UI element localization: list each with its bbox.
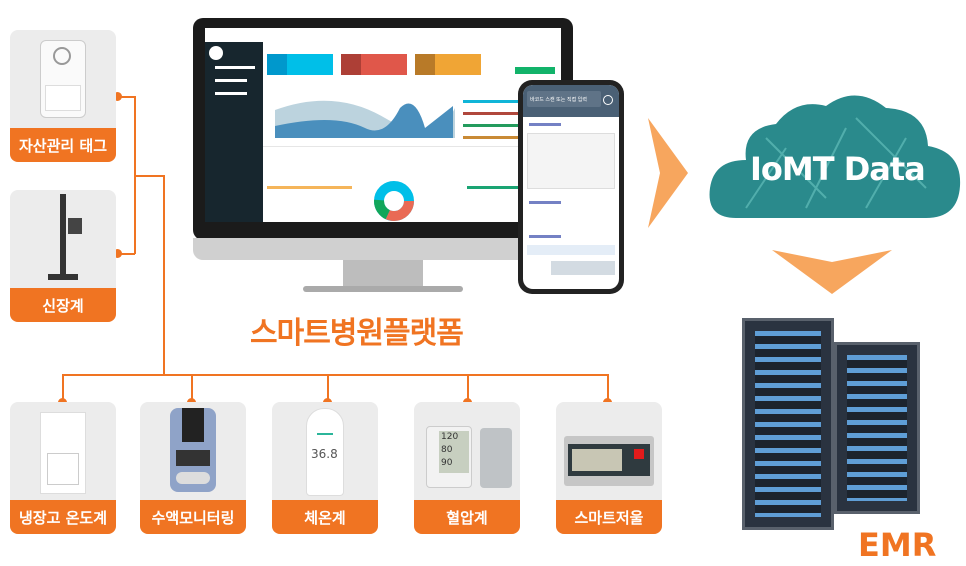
server-rack-icon <box>742 318 834 530</box>
device-card-fridge-thermometer: 냉장고 온도계 <box>10 402 116 534</box>
height-scale-icon <box>60 194 66 276</box>
cloud-label: IoMT Data <box>750 150 926 188</box>
thermometer-reading: 36.8 <box>311 447 338 461</box>
height-scale-display <box>68 218 82 234</box>
device-label: 체온계 <box>272 500 378 534</box>
smartphone: 바코드 스캔 또는 직접 입력 <box>518 80 624 294</box>
desktop-monitor <box>193 18 573 292</box>
connector <box>607 374 609 404</box>
device-card-asset-tag: 자산관리 태그 <box>10 30 116 162</box>
cloud-icon <box>709 95 961 218</box>
bp-systolic: 120 <box>441 432 459 442</box>
device-card-thermometer: 36.8 체온계 <box>272 402 378 534</box>
platform-title: 스마트병원플랫폼 <box>250 316 464 351</box>
phone-search-input[interactable]: 바코드 스캔 또는 직접 입력 <box>527 91 601 107</box>
device-card-height-scale: 신장계 <box>10 190 116 322</box>
connector <box>118 96 135 98</box>
device-label: 혈압계 <box>414 500 520 534</box>
smart-scale-icon <box>564 436 654 486</box>
device-label: 신장계 <box>10 288 116 322</box>
connector <box>327 374 329 404</box>
close-icon[interactable] <box>603 95 613 105</box>
arrow-down-icon <box>772 250 892 294</box>
device-label: 스마트저울 <box>556 500 662 534</box>
bp-pulse: 90 <box>441 458 453 468</box>
donut-chart <box>374 181 414 221</box>
fridge-thermometer-icon <box>40 412 86 494</box>
device-card-iv-monitor: 수액모니터링 <box>140 402 246 534</box>
device-card-bp-monitor: 120 80 90 혈압계 <box>414 402 520 534</box>
device-label: 수액모니터링 <box>140 500 246 534</box>
bp-cuff-icon <box>480 428 512 488</box>
dashboard-screen <box>205 28 561 222</box>
connector <box>191 374 193 404</box>
arrow-right-icon <box>648 118 688 228</box>
connector <box>62 374 64 404</box>
iv-monitor-icon <box>170 408 216 492</box>
thermometer-icon: 36.8 <box>306 408 344 496</box>
connector-dot <box>113 92 122 101</box>
area-chart <box>275 100 455 138</box>
connector-dot <box>113 249 122 258</box>
bp-diastolic: 80 <box>441 445 453 455</box>
connector <box>163 175 165 375</box>
emr-label: EMR <box>858 526 937 564</box>
device-label: 자산관리 태그 <box>10 128 116 162</box>
dashboard-sidebar <box>205 42 263 222</box>
asset-tag-icon <box>40 40 86 118</box>
connector <box>62 374 608 376</box>
height-scale-base <box>48 274 78 280</box>
server-rack-icon <box>834 342 920 514</box>
bp-monitor-icon: 120 80 90 <box>426 426 472 488</box>
connector <box>467 374 469 404</box>
device-label: 냉장고 온도계 <box>10 500 116 534</box>
device-card-smart-scale: 스마트저울 <box>556 402 662 534</box>
connector <box>134 175 164 177</box>
connector <box>118 253 135 255</box>
